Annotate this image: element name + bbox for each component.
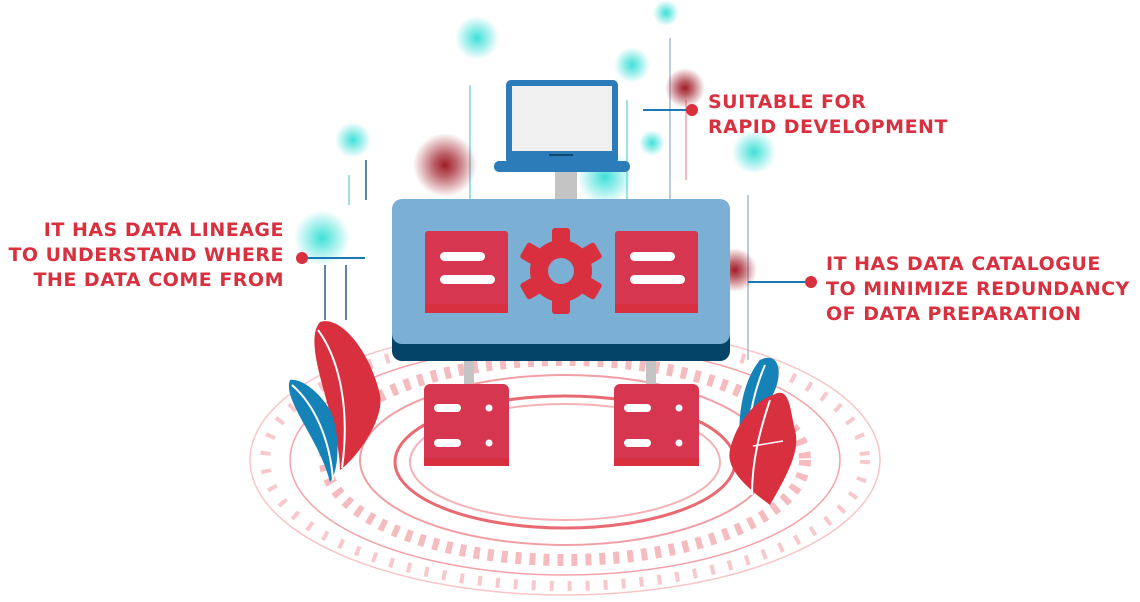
callout-rapid-development: SUITABLE FOR RAPID DEVELOPMENT [708, 90, 948, 140]
callout-line: IT HAS DATA LINEAGE [43, 219, 284, 241]
callout-line: TO UNDERSTAND WHERE [8, 244, 284, 266]
laptop-icon [494, 80, 630, 205]
callout-line: RAPID DEVELOPMENT [708, 116, 948, 138]
leaf-left-blue [288, 379, 338, 482]
callout-line: OF DATA PREPARATION [826, 303, 1082, 325]
glow-dots [294, 0, 776, 292]
callout-connectors [296, 104, 817, 288]
server-left [424, 384, 509, 466]
callout-data-lineage: IT HAS DATA LINEAGE TO UNDERSTAND WHERE … [8, 218, 284, 293]
callout-line: TO MINIMIZE REDUNDANCY [826, 278, 1130, 300]
leaf-left-red [314, 321, 381, 470]
gear-icon [520, 228, 602, 314]
callout-data-catalogue: IT HAS DATA CATALOGUE TO MINIMIZE REDUND… [826, 252, 1130, 327]
callout-line: IT HAS DATA CATALOGUE [826, 253, 1101, 275]
callout-line: SUITABLE FOR [708, 91, 867, 113]
callout-line: THE DATA COME FROM [33, 269, 284, 291]
server-right [614, 384, 699, 466]
leaf-right-red [729, 392, 797, 505]
